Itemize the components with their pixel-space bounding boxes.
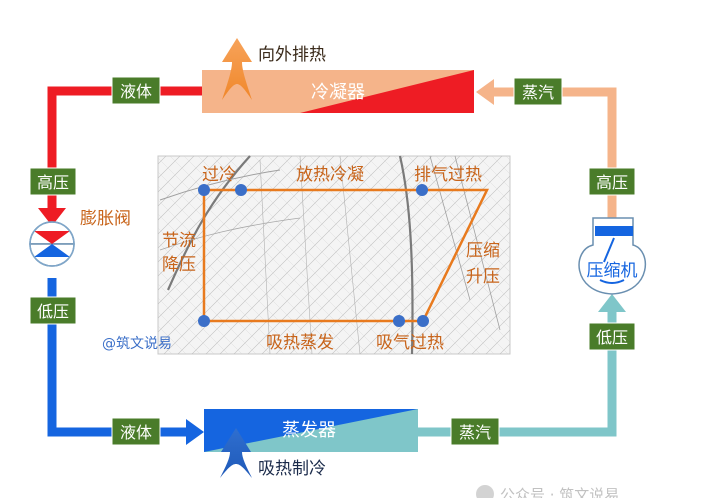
- svg-text:公众号 · 筑文说易: 公众号 · 筑文说易: [500, 486, 619, 498]
- state-point: [198, 184, 210, 196]
- ph-diagram: 过冷 放热冷凝 排气过热 节流 降压 压缩 升压 吸热蒸发 吸气过热 @筑文说易: [102, 155, 511, 355]
- heat-out-label: 向外排热: [258, 45, 326, 65]
- label-superheat-discharge: 排气过热: [414, 165, 482, 185]
- wechat-icon: [476, 485, 494, 498]
- svg-text:蒸汽: 蒸汽: [522, 83, 554, 102]
- label-subcool: 过冷: [202, 165, 236, 185]
- compressor: 压缩机: [578, 217, 646, 295]
- svg-text:液体: 液体: [120, 82, 152, 101]
- heat-in-label: 吸热制冷: [258, 459, 326, 479]
- svg-text:低压: 低压: [596, 328, 628, 347]
- condenser-label: 冷凝器: [311, 82, 365, 103]
- tag-liquid-top: 液体: [111, 76, 161, 105]
- label-compress-1: 压缩: [466, 241, 500, 261]
- tag-vapor-top: 蒸汽: [513, 77, 563, 106]
- tag-liquid-bottom: 液体: [111, 417, 161, 446]
- heat-out-arrow-icon: [222, 38, 252, 100]
- tag-vapor-bottom: 蒸汽: [450, 417, 500, 446]
- label-throttle-2: 降压: [162, 255, 196, 275]
- tag-high-pressure-right: 高压: [588, 167, 636, 196]
- svg-text:液体: 液体: [120, 423, 152, 442]
- tag-low-pressure-right: 低压: [588, 322, 636, 351]
- state-point: [235, 184, 247, 196]
- label-evaporate: 吸热蒸发: [266, 333, 334, 353]
- compressor-label: 压缩机: [587, 261, 638, 281]
- state-point: [393, 315, 405, 327]
- state-point: [198, 315, 210, 327]
- label-throttle-1: 节流: [162, 231, 196, 251]
- svg-text:高压: 高压: [596, 173, 628, 192]
- label-superheat-suction: 吸气过热: [376, 333, 444, 353]
- tag-high-pressure-left: 高压: [29, 167, 77, 196]
- svg-text:蒸汽: 蒸汽: [459, 423, 491, 442]
- footer-watermark: 公众号 · 筑文说易: [476, 485, 619, 498]
- expansion-valve: [29, 221, 75, 267]
- tag-low-pressure-left: 低压: [29, 296, 77, 325]
- evaporator-label: 蒸发器: [282, 420, 336, 441]
- label-condense: 放热冷凝: [296, 165, 364, 185]
- state-point: [416, 184, 428, 196]
- label-compress-2: 升压: [466, 267, 500, 287]
- heat-in-arrow-icon: [220, 428, 252, 478]
- svg-text:高压: 高压: [37, 173, 69, 192]
- expansion-valve-label: 膨胀阀: [80, 209, 131, 229]
- svg-text:低压: 低压: [37, 302, 69, 321]
- watermark: @筑文说易: [102, 336, 172, 352]
- state-point: [417, 315, 429, 327]
